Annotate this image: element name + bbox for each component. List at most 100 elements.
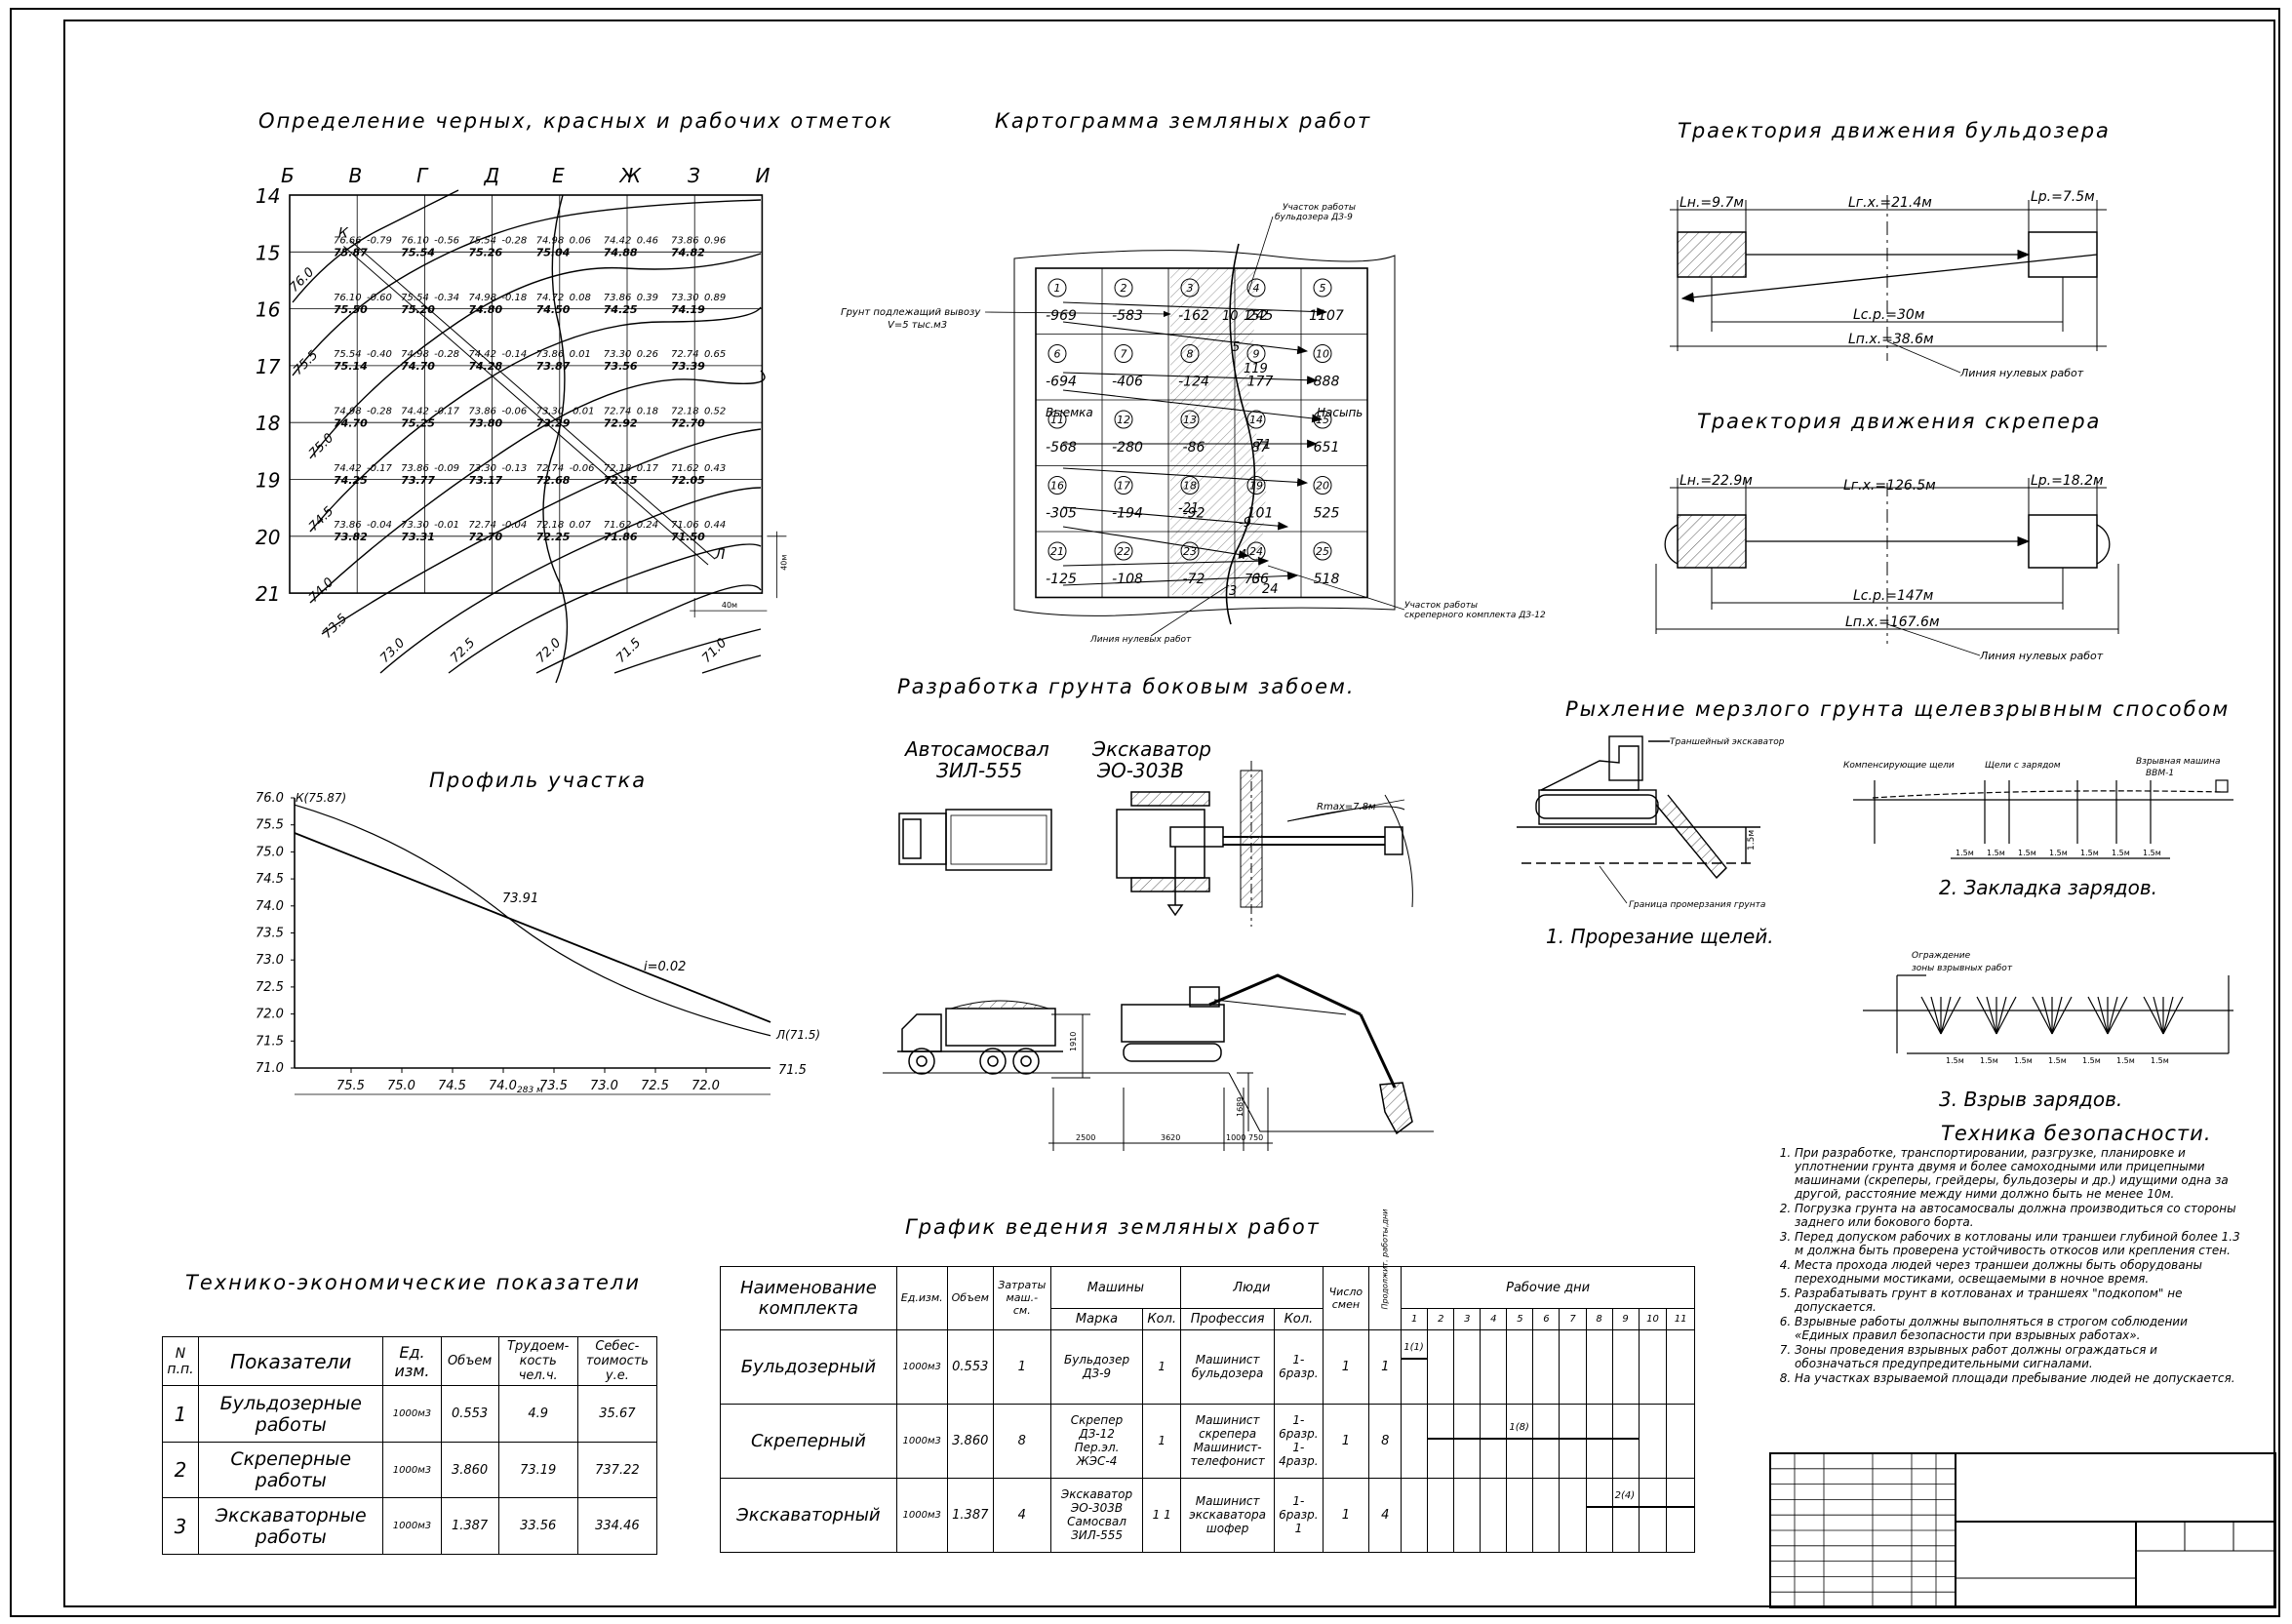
cell-red-mark: 72.70 <box>468 531 502 543</box>
carto-cell-volume: -92 <box>1183 506 1205 522</box>
profile-y-tick: 76.0 <box>256 791 284 806</box>
tep-h-vol: Объем <box>440 1335 499 1387</box>
carto-cell-number: 13 <box>1183 414 1197 426</box>
tep-cell-name: Бульдозерные работы <box>198 1385 384 1443</box>
sched-cell-qty: 1 <box>1142 1328 1182 1405</box>
sched-cell-name: Скреперный <box>720 1403 897 1479</box>
carto-cell-number: 2 <box>1121 282 1127 295</box>
cell-red-mark: 73.80 <box>468 416 502 429</box>
cell-black-mark: 72.74 <box>671 349 699 360</box>
fence-label-2: зоны взрывных работ <box>1912 964 2013 973</box>
design-profile-line <box>294 832 771 1023</box>
sched-day-cell <box>1585 1477 1613 1554</box>
spacing-label: 1.5м <box>2049 849 2068 857</box>
tep-cell-n: 3 <box>161 1497 200 1555</box>
sched-h-duration: Продолжит. работы,дни <box>1368 1209 1403 1330</box>
tep-cell-labor: 4.9 <box>497 1385 578 1443</box>
carto-cell-volume: 87 <box>1251 440 1269 456</box>
sched-cell-dur: 4 <box>1368 1477 1403 1554</box>
truck-side <box>897 1000 1063 1075</box>
freeze-border-label: Граница промерзания грунта <box>1629 900 1765 910</box>
profile-y-tick: 73.0 <box>256 953 284 968</box>
title-scraper-path: Траектория движения скрепера <box>1697 410 2102 433</box>
sched-bar <box>1586 1437 1612 1440</box>
profile-length-label: 283 м <box>517 1086 543 1095</box>
cell-red-mark: 74.70 <box>401 360 435 373</box>
sched-cell-cost: 4 <box>992 1477 1051 1554</box>
contour-line <box>292 199 762 376</box>
spacing-label: 1.5м <box>2018 849 2036 857</box>
sched-h-mark: Марка <box>1049 1308 1144 1330</box>
spacing-label: 1.5м <box>2080 849 2099 857</box>
carto-cell-number: 20 <box>1316 480 1329 493</box>
cell-black-mark: 74.98 <box>468 293 496 303</box>
title-safety: Техника безопасности. <box>1941 1122 2212 1145</box>
cell-black-mark: 73.30 <box>604 349 632 360</box>
sched-h-unit: Ед.изм. <box>895 1266 948 1330</box>
grid-col-label: Д <box>484 164 500 187</box>
trencher <box>1517 735 1760 880</box>
carto-extra-value: 73 <box>1245 573 1261 587</box>
tep-cell-cost: 737.22 <box>576 1441 658 1499</box>
cell-black-mark: 73.30 <box>536 406 565 416</box>
profile-slope-label: i=0.02 <box>644 960 686 974</box>
carto-cell-volume: -124 <box>1178 375 1209 390</box>
svg-text:Lс.р.=147м: Lс.р.=147м <box>1853 588 1934 604</box>
dim-40-horizontal: 40м <box>722 601 737 610</box>
svg-text:Lр.=18.2м: Lр.=18.2м <box>2031 473 2104 489</box>
spacing-label: 1.5м <box>1956 849 1974 857</box>
cell-red-mark: 72.35 <box>604 474 638 487</box>
cell-work-mark: 0.01 <box>570 349 591 360</box>
cell-black-mark: 75.54 <box>401 293 429 303</box>
dim-h1: 1910 <box>1069 1032 1078 1051</box>
carto-cell-number: 16 <box>1050 480 1064 493</box>
cell-work-mark: 0.65 <box>704 349 726 360</box>
sched-h-prof: Профессия <box>1180 1308 1276 1330</box>
carto-cell-number: 12 <box>1117 414 1130 426</box>
grid-col-label: В <box>349 164 363 187</box>
carto-extra-value: -9 <box>1239 516 1251 531</box>
cell-red-mark: 74.88 <box>604 247 638 259</box>
cell-black-mark: 75.54 <box>468 236 496 247</box>
safety-item: При разработке, транспортировании, разгр… <box>1795 1146 2243 1201</box>
sched-day-cell <box>1427 1328 1455 1405</box>
cell-work-mark: -0.06 <box>570 463 595 474</box>
carto-cell-volume: -194 <box>1112 506 1143 522</box>
cell-red-mark: 74.28 <box>468 360 502 373</box>
step2-label: 2. Закладка зарядов. <box>1939 876 2157 899</box>
carto-cell-volume: -72 <box>1183 572 1205 587</box>
carto-cell-number: 7 <box>1121 348 1127 361</box>
carto-cell-volume: 101 <box>1247 506 1274 522</box>
title-tep: Технико-экономические показатели <box>185 1271 641 1294</box>
grid-row-label: 14 <box>256 184 280 208</box>
grid-row-label: 19 <box>256 469 280 493</box>
cell-black-mark: 72.18 <box>536 520 565 531</box>
cell-black-mark: 72.74 <box>604 406 632 416</box>
carto-cell-number: 15 <box>1316 414 1329 426</box>
dim-750: 750 <box>1248 1133 1263 1142</box>
cell-work-mark: 0.43 <box>704 463 726 474</box>
safety-item: Зоны проведения взрывных работ должны ог… <box>1795 1343 2243 1370</box>
blast-machine-model: ВВМ-1 <box>2146 769 2174 778</box>
carto-cell-volume: 177 <box>1247 375 1274 390</box>
safety-item: Места прохода людей через траншеи должны… <box>1795 1258 2243 1286</box>
cell-red-mark: 75.54 <box>401 247 435 259</box>
cell-black-mark: 73.86 <box>401 463 429 474</box>
comp-slots-label: Компенсирующие щели <box>1843 761 1955 771</box>
sched-day-cell <box>1559 1328 1587 1405</box>
carto-extra-value: 10 <box>1222 309 1239 324</box>
contour-line <box>379 487 762 674</box>
cell-work-mark: -0.17 <box>434 406 460 416</box>
grid-col-label: Г <box>416 164 429 187</box>
grid-col-label: И <box>756 164 771 187</box>
svg-text:Lн.=9.7м: Lн.=9.7м <box>1679 195 1744 211</box>
tep-h-n: N п.п. <box>161 1335 200 1387</box>
svg-text:Линия нулевых работ: Линия нулевых работ <box>1959 367 2084 379</box>
carto-cell-volume: -568 <box>1046 440 1077 456</box>
tep-h-cost: Себес-тоимость у.е. <box>576 1335 658 1387</box>
profile-x-tick: 74.5 <box>438 1079 466 1093</box>
sched-h-days: Рабочие дни <box>1401 1265 1695 1310</box>
sched-cell-name: Бульдозерный <box>720 1328 897 1405</box>
sched-cell-prof: Машинист скрепера Машинист-телефонист <box>1180 1403 1276 1479</box>
